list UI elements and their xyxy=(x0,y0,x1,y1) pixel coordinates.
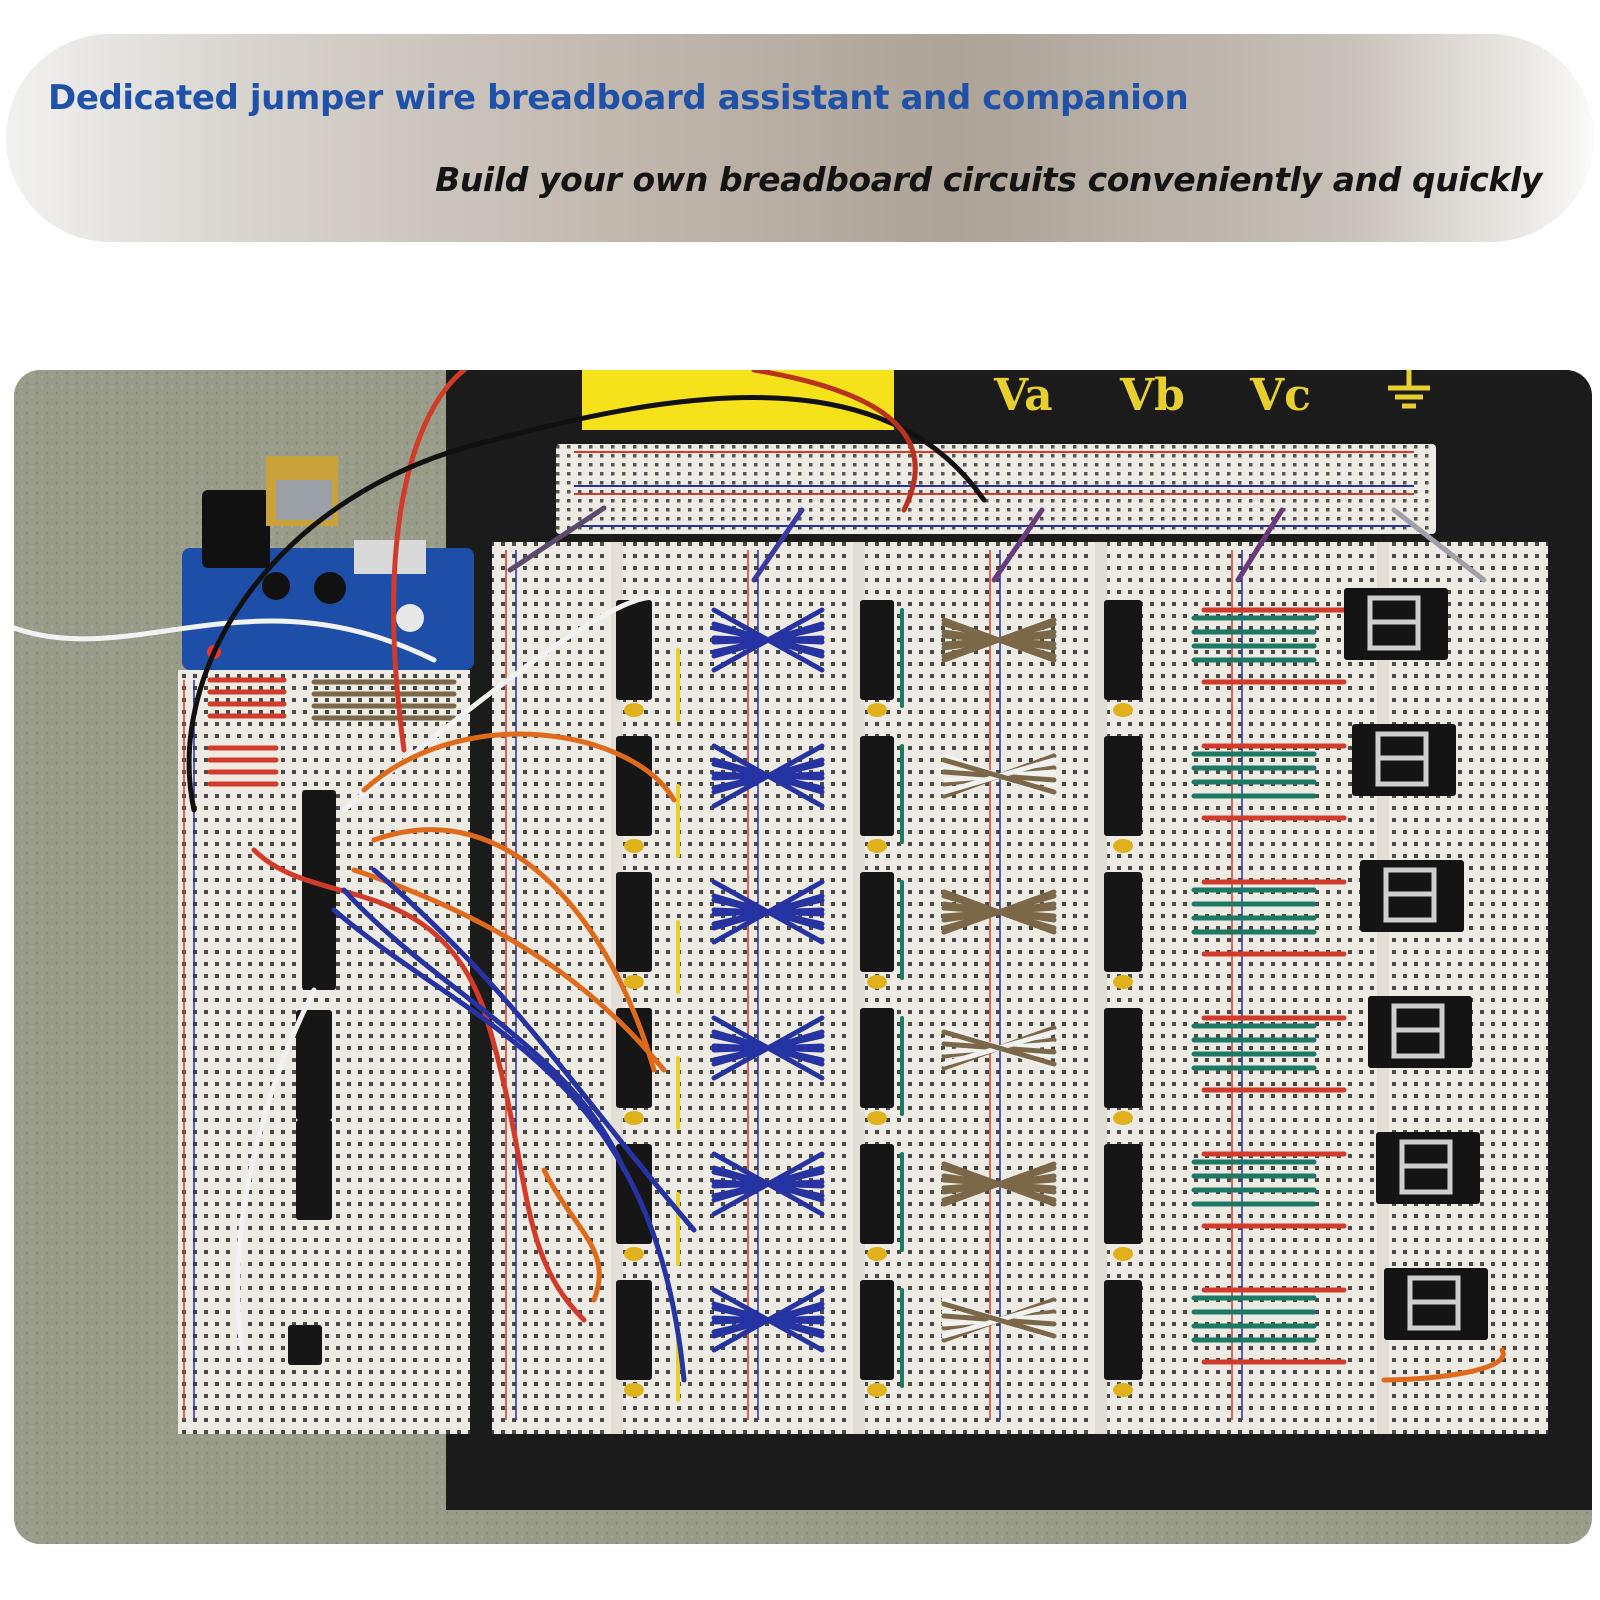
capacitor xyxy=(867,1247,887,1261)
jumper-wire xyxy=(941,621,1057,659)
ic-chip xyxy=(1104,1144,1142,1244)
power-module xyxy=(182,456,474,670)
header-banner xyxy=(6,34,1594,242)
jumper-wire xyxy=(751,507,805,583)
banner-headline: Dedicated jumper wire breadboard assista… xyxy=(48,78,1189,118)
capacitor xyxy=(867,703,887,717)
seven-segment-digit xyxy=(1391,1003,1445,1059)
jumper-wire xyxy=(1391,507,1487,583)
capacitor xyxy=(1113,703,1133,717)
ic-chip xyxy=(1104,1280,1142,1380)
rail-label-vb: Vb xyxy=(1119,370,1185,421)
ic-chip xyxy=(860,1280,894,1380)
rail-label-vc: Vc xyxy=(1249,370,1311,421)
seven-segment-digit xyxy=(1367,595,1421,651)
capacitor xyxy=(1113,1383,1133,1397)
ground-symbol-icon xyxy=(1388,370,1430,409)
seven-segment-digit xyxy=(1375,731,1429,787)
jumper-wire xyxy=(941,1301,1057,1339)
seven-segment-digit xyxy=(1407,1275,1461,1331)
capacitor xyxy=(624,975,644,989)
ic-chip xyxy=(296,1120,332,1220)
breadboard-scene: Va Vb Vc xyxy=(14,370,1592,1544)
jumper-wire xyxy=(991,507,1045,583)
jumper-wire xyxy=(941,893,1057,931)
jumper-wire xyxy=(941,1165,1057,1203)
ic-chip xyxy=(302,790,336,990)
jumper-wire xyxy=(507,505,607,573)
jumper-wire xyxy=(711,1305,825,1335)
ic-chip xyxy=(616,872,652,972)
ic-chip xyxy=(616,1280,652,1380)
capacitor xyxy=(624,1247,644,1261)
capacitor xyxy=(624,1383,644,1397)
flex-wires xyxy=(14,370,1506,1383)
ic-chip xyxy=(1104,1008,1142,1108)
ic-chip xyxy=(1104,736,1142,836)
ic-chip xyxy=(296,1010,332,1120)
capacitor xyxy=(1113,839,1133,853)
ic-chip xyxy=(1104,600,1142,700)
jumper-wire xyxy=(711,761,825,791)
top-power-strip xyxy=(556,444,1436,534)
capacitor xyxy=(867,1111,887,1125)
capacitor xyxy=(867,975,887,989)
ic-chip xyxy=(860,600,894,700)
ic-chip xyxy=(860,1144,894,1244)
ic-chip xyxy=(860,1008,894,1108)
capacitor xyxy=(1113,1247,1133,1261)
ic-chip xyxy=(616,600,652,700)
jumper-wire xyxy=(711,1169,825,1199)
capacitor xyxy=(867,839,887,853)
jumper-wire xyxy=(711,1033,825,1063)
capacitor xyxy=(624,703,644,717)
capacitor xyxy=(867,1383,887,1397)
ic-chip xyxy=(616,736,652,836)
seven-segment-digit xyxy=(1383,867,1437,923)
jumper-wire xyxy=(941,1029,1057,1067)
ic-chip xyxy=(860,872,894,972)
ic-chip xyxy=(1104,872,1142,972)
jumper-wire xyxy=(941,757,1057,795)
rail-label-va: Va xyxy=(993,370,1053,421)
seven-segment-digit xyxy=(1399,1139,1453,1195)
jumper-wire xyxy=(711,897,825,927)
capacitor xyxy=(1113,975,1133,989)
ic-chip xyxy=(860,736,894,836)
jumper-wire xyxy=(1235,507,1285,583)
capacitor xyxy=(1113,1111,1133,1125)
banner-subline: Build your own breadboard circuits conve… xyxy=(435,160,1542,199)
capacitor xyxy=(624,1111,644,1125)
ic-chip xyxy=(288,1325,322,1365)
capacitor xyxy=(624,839,644,853)
jumper-wire xyxy=(711,625,825,655)
breadboard-photo: Va Vb Vc xyxy=(14,370,1592,1544)
